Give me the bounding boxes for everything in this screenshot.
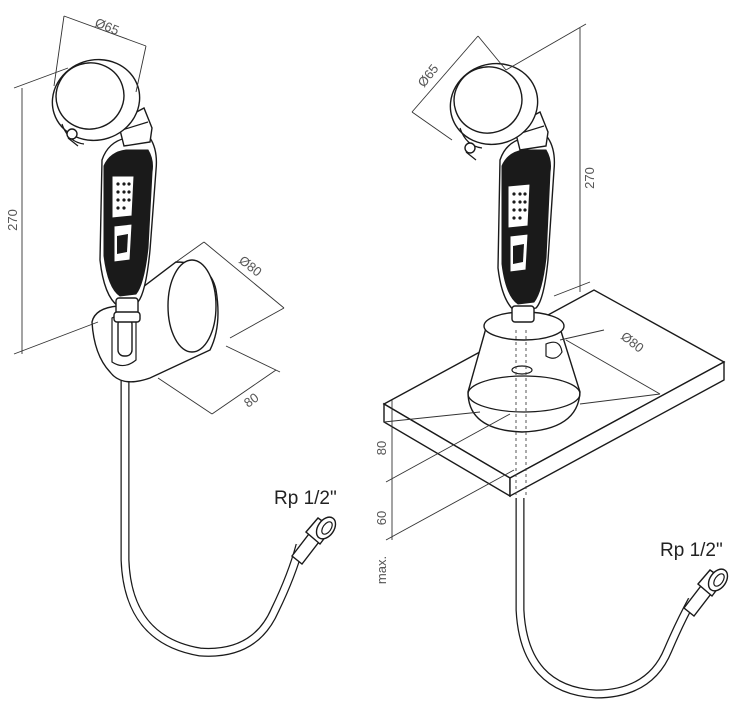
left-dimensions [13,15,285,415]
right-deck-thickness-label: 60 [374,511,389,525]
left-height-label: 270 [5,209,20,231]
right-hidden-hose [515,330,527,498]
right-deck-thickness-prefix: max. [374,556,389,584]
left-assembly: Ø65 270 Ø80 80 Rp 1/2" [5,15,337,657]
left-spray-head [51,58,141,147]
left-hand-shower-handle [99,137,158,323]
right-base [467,311,581,433]
right-dimensions [383,23,661,541]
right-head-diameter-label: Ø65 [415,61,442,90]
right-hose-connector [683,568,729,617]
left-holder-depth-label: 80 [241,390,262,411]
right-height-label: 270 [582,167,597,189]
left-head-diameter-label: Ø65 [93,15,121,38]
left-connection-label: Rp 1/2" [274,488,337,509]
right-connection-label: Rp 1/2" [660,540,723,561]
left-hose [120,380,305,657]
right-hose [515,498,696,699]
right-assembly: Ø65 270 Ø80 80 60 max. Rp 1/2" [374,23,729,699]
left-holder-diameter-label: Ø80 [236,253,265,280]
right-base-height-label: 80 [374,441,389,455]
left-hose-connector [291,516,337,565]
right-spray-head [449,62,539,161]
left-wall-holder [91,259,219,383]
right-hand-shower-handle [497,137,556,323]
